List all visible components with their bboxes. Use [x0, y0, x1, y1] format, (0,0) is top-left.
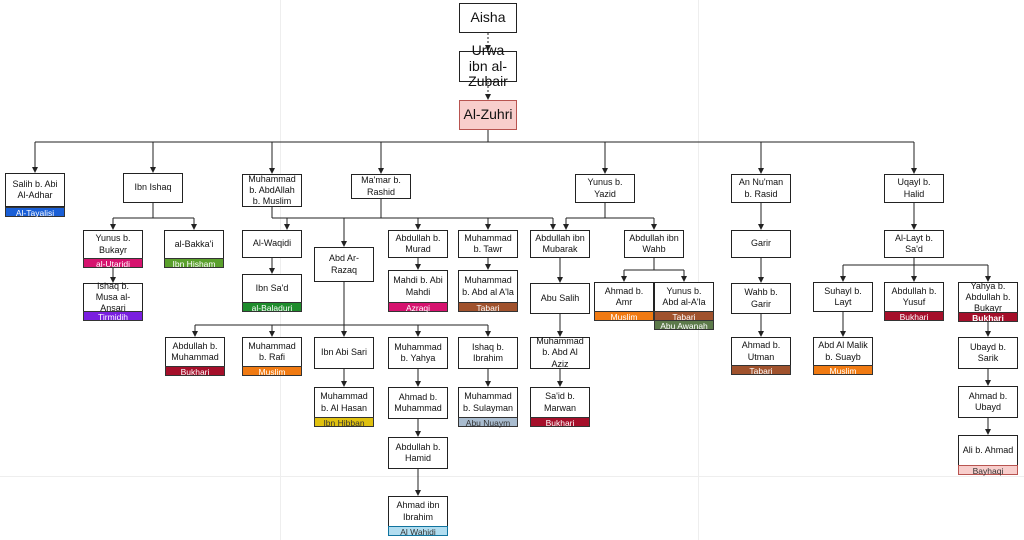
node-ali-ahmad[interactable]: Ali b. Ahmad	[958, 435, 1018, 466]
node-ahmad-ubayd[interactable]: Ahmad b. Ubayd	[958, 386, 1018, 418]
node-uqayl[interactable]: Uqayl b. Halid	[884, 174, 944, 203]
source-tag-tirmidhi: Tirmidih	[83, 311, 143, 322]
node-ishaq-musa[interactable]: Ishaq b. Musa al-Ansari	[83, 281, 143, 313]
node-an-numan[interactable]: An Nu'man b. Rasid	[731, 174, 791, 203]
node-abu-salih[interactable]: Abu Salih	[530, 283, 590, 314]
node-muhammad-abdallah[interactable]: Muhammad b. AbdAllah b. Muslim	[242, 174, 302, 207]
source-tag-bukhari: Bukhari	[958, 312, 1018, 323]
node-mahdi[interactable]: Mahdi b. Abi Mahdi	[388, 270, 448, 303]
grid-line	[0, 476, 1024, 477]
source-tag-muslim: Muslim	[242, 366, 302, 377]
source-tag-utaridi: al-Utaridi	[83, 258, 143, 269]
source-tag-muslim: Muslim	[813, 365, 873, 376]
node-abdullah-mubarak[interactable]: Abdullah ibn Mubarak	[530, 230, 590, 258]
source-tag-bukhari: Bukhari	[884, 311, 944, 322]
node-abdullah-hamid[interactable]: Abdullah b. Hamid	[388, 437, 448, 469]
node-abd-razaq[interactable]: Abd Ar-Razaq	[314, 247, 374, 282]
source-tag-tabari: Tabari	[458, 302, 518, 313]
node-muhammad-tawr[interactable]: Muhammad b. Tawr	[458, 230, 518, 258]
node-muhammad-abd-ala[interactable]: Muhammad b. Abd al A'la	[458, 270, 518, 303]
node-yunus-bukayr[interactable]: Yunus b. Bukayr	[83, 230, 143, 259]
node-abdullah-murad[interactable]: Abdullah b. Murad	[388, 230, 448, 258]
source-tag-bayhaqi: Bayhaqi	[958, 465, 1018, 476]
node-ahmad-ibrahim[interactable]: Ahmad ibn Ibrahim	[388, 496, 448, 527]
node-urwa[interactable]: Urwa ibn al-Zubair	[459, 43, 517, 89]
source-tag-bukhari: Bukhari	[530, 417, 590, 428]
node-mamar[interactable]: Ma'mar b. Rashid	[351, 174, 411, 199]
source-tag-ibn-hisham: Ibn Hisham	[164, 258, 224, 269]
node-layt[interactable]: Al-Layt b. Sa'd	[884, 230, 944, 258]
grid-line	[280, 0, 281, 540]
node-muhammad-rafi[interactable]: Muhammad b. Rafi	[242, 337, 302, 367]
node-ishaq-ibrahim[interactable]: Ishaq b. Ibrahim	[458, 337, 518, 369]
node-muhammad-abdaziz[interactable]: Muhammad b. Abd Al Aziz	[530, 336, 590, 369]
node-al-zuhri[interactable]: Al-Zuhri	[459, 100, 517, 130]
node-ubayd-sarik[interactable]: Ubayd b. Sarik	[958, 337, 1018, 369]
node-ibn-abi-sari[interactable]: Ibn Abi Sari	[314, 337, 374, 369]
grid-line	[698, 0, 699, 540]
node-ibn-ishaq[interactable]: Ibn Ishaq	[123, 173, 183, 203]
node-abd-malik[interactable]: Abd Al Malik b. Suayb	[813, 337, 873, 366]
node-muhammad-sulayman[interactable]: Muhammad b. Sulayman	[458, 387, 518, 418]
node-muhammad-hasan[interactable]: Muhammad b. Al Hasan	[314, 387, 374, 418]
node-abdullah-yusuf[interactable]: Abdullah b. Yusuf	[884, 282, 944, 312]
source-tag-abu-awanah: Abu Awanah	[654, 320, 714, 331]
source-tag-tabari: Tabari	[731, 365, 791, 376]
node-garir[interactable]: Garir	[731, 230, 791, 258]
node-waqidi[interactable]: Al-Waqidi	[242, 230, 302, 258]
source-tag-ibn-hibban: Ibn Hibban	[314, 417, 374, 428]
node-salih[interactable]: Salih b. Abi Al-Adhar	[5, 173, 65, 207]
node-yahya-bukayr[interactable]: Yahya b. Abdullah b. Bukayr	[958, 281, 1018, 313]
source-tag-tayalisi: Al-Tayalisi	[5, 207, 65, 218]
source-tag-al-wahidi: Al Wahidi	[388, 526, 448, 537]
node-ibn-sad[interactable]: Ibn Sa'd	[242, 274, 302, 303]
node-yunus-yazid[interactable]: Yunus b. Yazid	[575, 174, 635, 203]
source-tag-bukhari: Bukhari	[165, 366, 225, 377]
node-ahmad-muhammad[interactable]: Ahmad b. Muhammad	[388, 387, 448, 419]
node-abdullah-muhammad[interactable]: Abdullah b. Muhammad	[165, 337, 225, 367]
source-tag-azraqi: Azraqi	[388, 302, 448, 313]
node-aisha[interactable]: Aisha	[459, 3, 517, 33]
node-ahmad-amr[interactable]: Ahmad b. Amr	[594, 282, 654, 312]
node-said-marwan[interactable]: Sa'id b. Marwan	[530, 387, 590, 418]
node-abdullah-wahb[interactable]: Abdullah ibn Wahb	[624, 230, 684, 258]
node-suhayl[interactable]: Suhayl b. Layt	[813, 282, 873, 312]
source-tag-baladuri: al-Baladuri	[242, 302, 302, 313]
node-ahmad-utman[interactable]: Ahmad b. Utman	[731, 337, 791, 366]
node-wahb-garir[interactable]: Wahb b. Garir	[731, 283, 791, 314]
node-yunus-abd-ala[interactable]: Yunus b. Abd al-A'la	[654, 282, 714, 312]
source-tag-abu-nuaym: Abu Nuaym	[458, 417, 518, 428]
source-tag-muslim: Muslim	[594, 311, 654, 322]
node-muhammad-yahya[interactable]: Muhammad b. Yahya	[388, 337, 448, 369]
node-bakkai[interactable]: al-Bakka'i	[164, 230, 224, 259]
